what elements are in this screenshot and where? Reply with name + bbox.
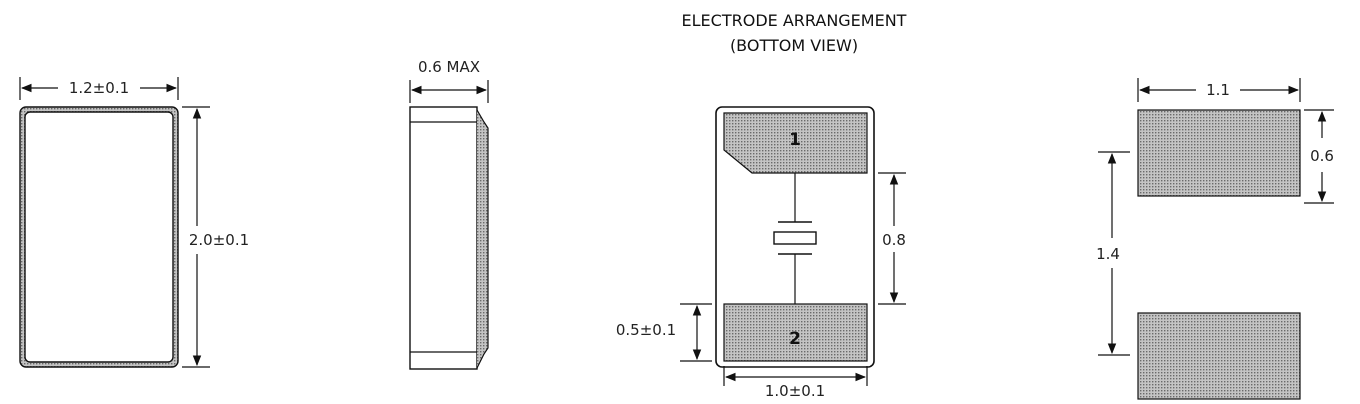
pad-2 bbox=[723, 303, 868, 362]
crystal-symbol bbox=[773, 173, 817, 304]
title-line-2: (BOTTOM VIEW) bbox=[730, 36, 858, 55]
bottom-width-label: 1.0±0.1 bbox=[765, 382, 825, 400]
land-width-label: 1.1 bbox=[1206, 81, 1230, 99]
top-width-label: 1.2±0.1 bbox=[69, 79, 129, 97]
land-pad-bottom bbox=[1137, 312, 1301, 400]
land-height-label: 0.6 bbox=[1310, 147, 1334, 165]
top-height-label: 2.0±0.1 bbox=[189, 231, 249, 249]
title-line-1: ELECTRODE ARRANGEMENT bbox=[682, 11, 907, 30]
pin-2-label: 2 bbox=[789, 329, 801, 349]
land-pitch-label: 1.4 bbox=[1096, 245, 1120, 263]
side-lid-edge bbox=[476, 109, 489, 369]
package-lid bbox=[24, 111, 174, 363]
pin-1-label: 1 bbox=[789, 130, 801, 150]
side-body bbox=[409, 106, 478, 370]
pad-1 bbox=[723, 112, 868, 174]
side-thickness-label: 0.6 MAX bbox=[418, 58, 480, 76]
land-pad-top bbox=[1137, 109, 1301, 197]
side-view: 0.6 MAX bbox=[409, 58, 489, 370]
pad-height-label: 0.5±0.1 bbox=[616, 321, 676, 339]
top-view: 1.2±0.1 2.0±0.1 bbox=[19, 77, 249, 368]
bottom-view: 1 2 0.8 0.5±0.1 1.0±0.1 bbox=[616, 106, 906, 400]
gap-label: 0.8 bbox=[882, 231, 906, 249]
land-pattern: 1.1 0.6 1.4 bbox=[1096, 78, 1334, 400]
